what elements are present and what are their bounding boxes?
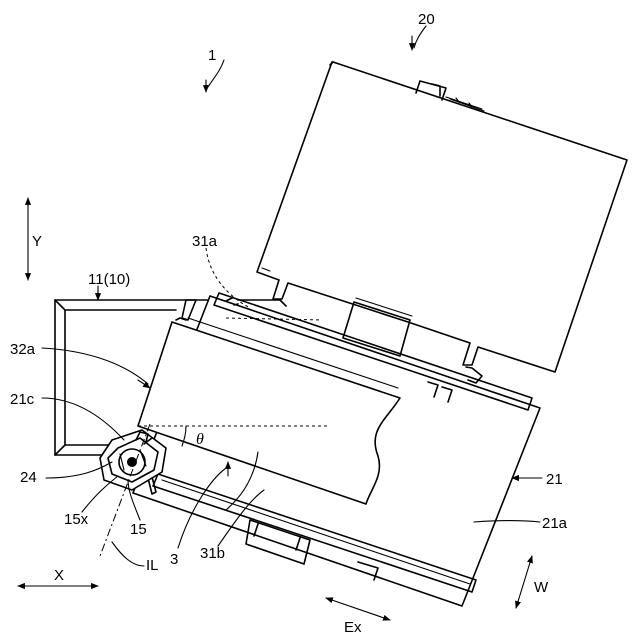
label-ex: Ex: [344, 619, 362, 636]
il-leader: [112, 542, 144, 566]
label-3: 3: [170, 551, 178, 568]
label-15x: 15x: [64, 511, 89, 528]
label-21c: 21c: [10, 391, 35, 408]
label-21: 21: [546, 471, 563, 488]
label-theta: θ: [196, 431, 204, 448]
leader-20: [414, 26, 426, 48]
label-31b: 31b: [200, 545, 225, 562]
leader-32a: [42, 348, 148, 384]
label-32a: 32a: [10, 341, 36, 358]
label-20: 20: [418, 11, 435, 28]
label-11-10: 11(10): [88, 271, 130, 288]
w-axis-arrow: [516, 556, 532, 608]
label-w: W: [534, 579, 549, 596]
label-21a: 21a: [542, 515, 568, 532]
label-24: 24: [20, 469, 37, 486]
label-y: Y: [32, 233, 42, 250]
label-il: IL: [146, 557, 159, 574]
ex-axis-arrow: [326, 598, 390, 620]
label-1: 1: [208, 47, 216, 64]
leader-1: [206, 60, 224, 90]
label-x: X: [54, 567, 64, 584]
label-31a: 31a: [192, 233, 218, 250]
label-15: 15: [130, 521, 147, 538]
